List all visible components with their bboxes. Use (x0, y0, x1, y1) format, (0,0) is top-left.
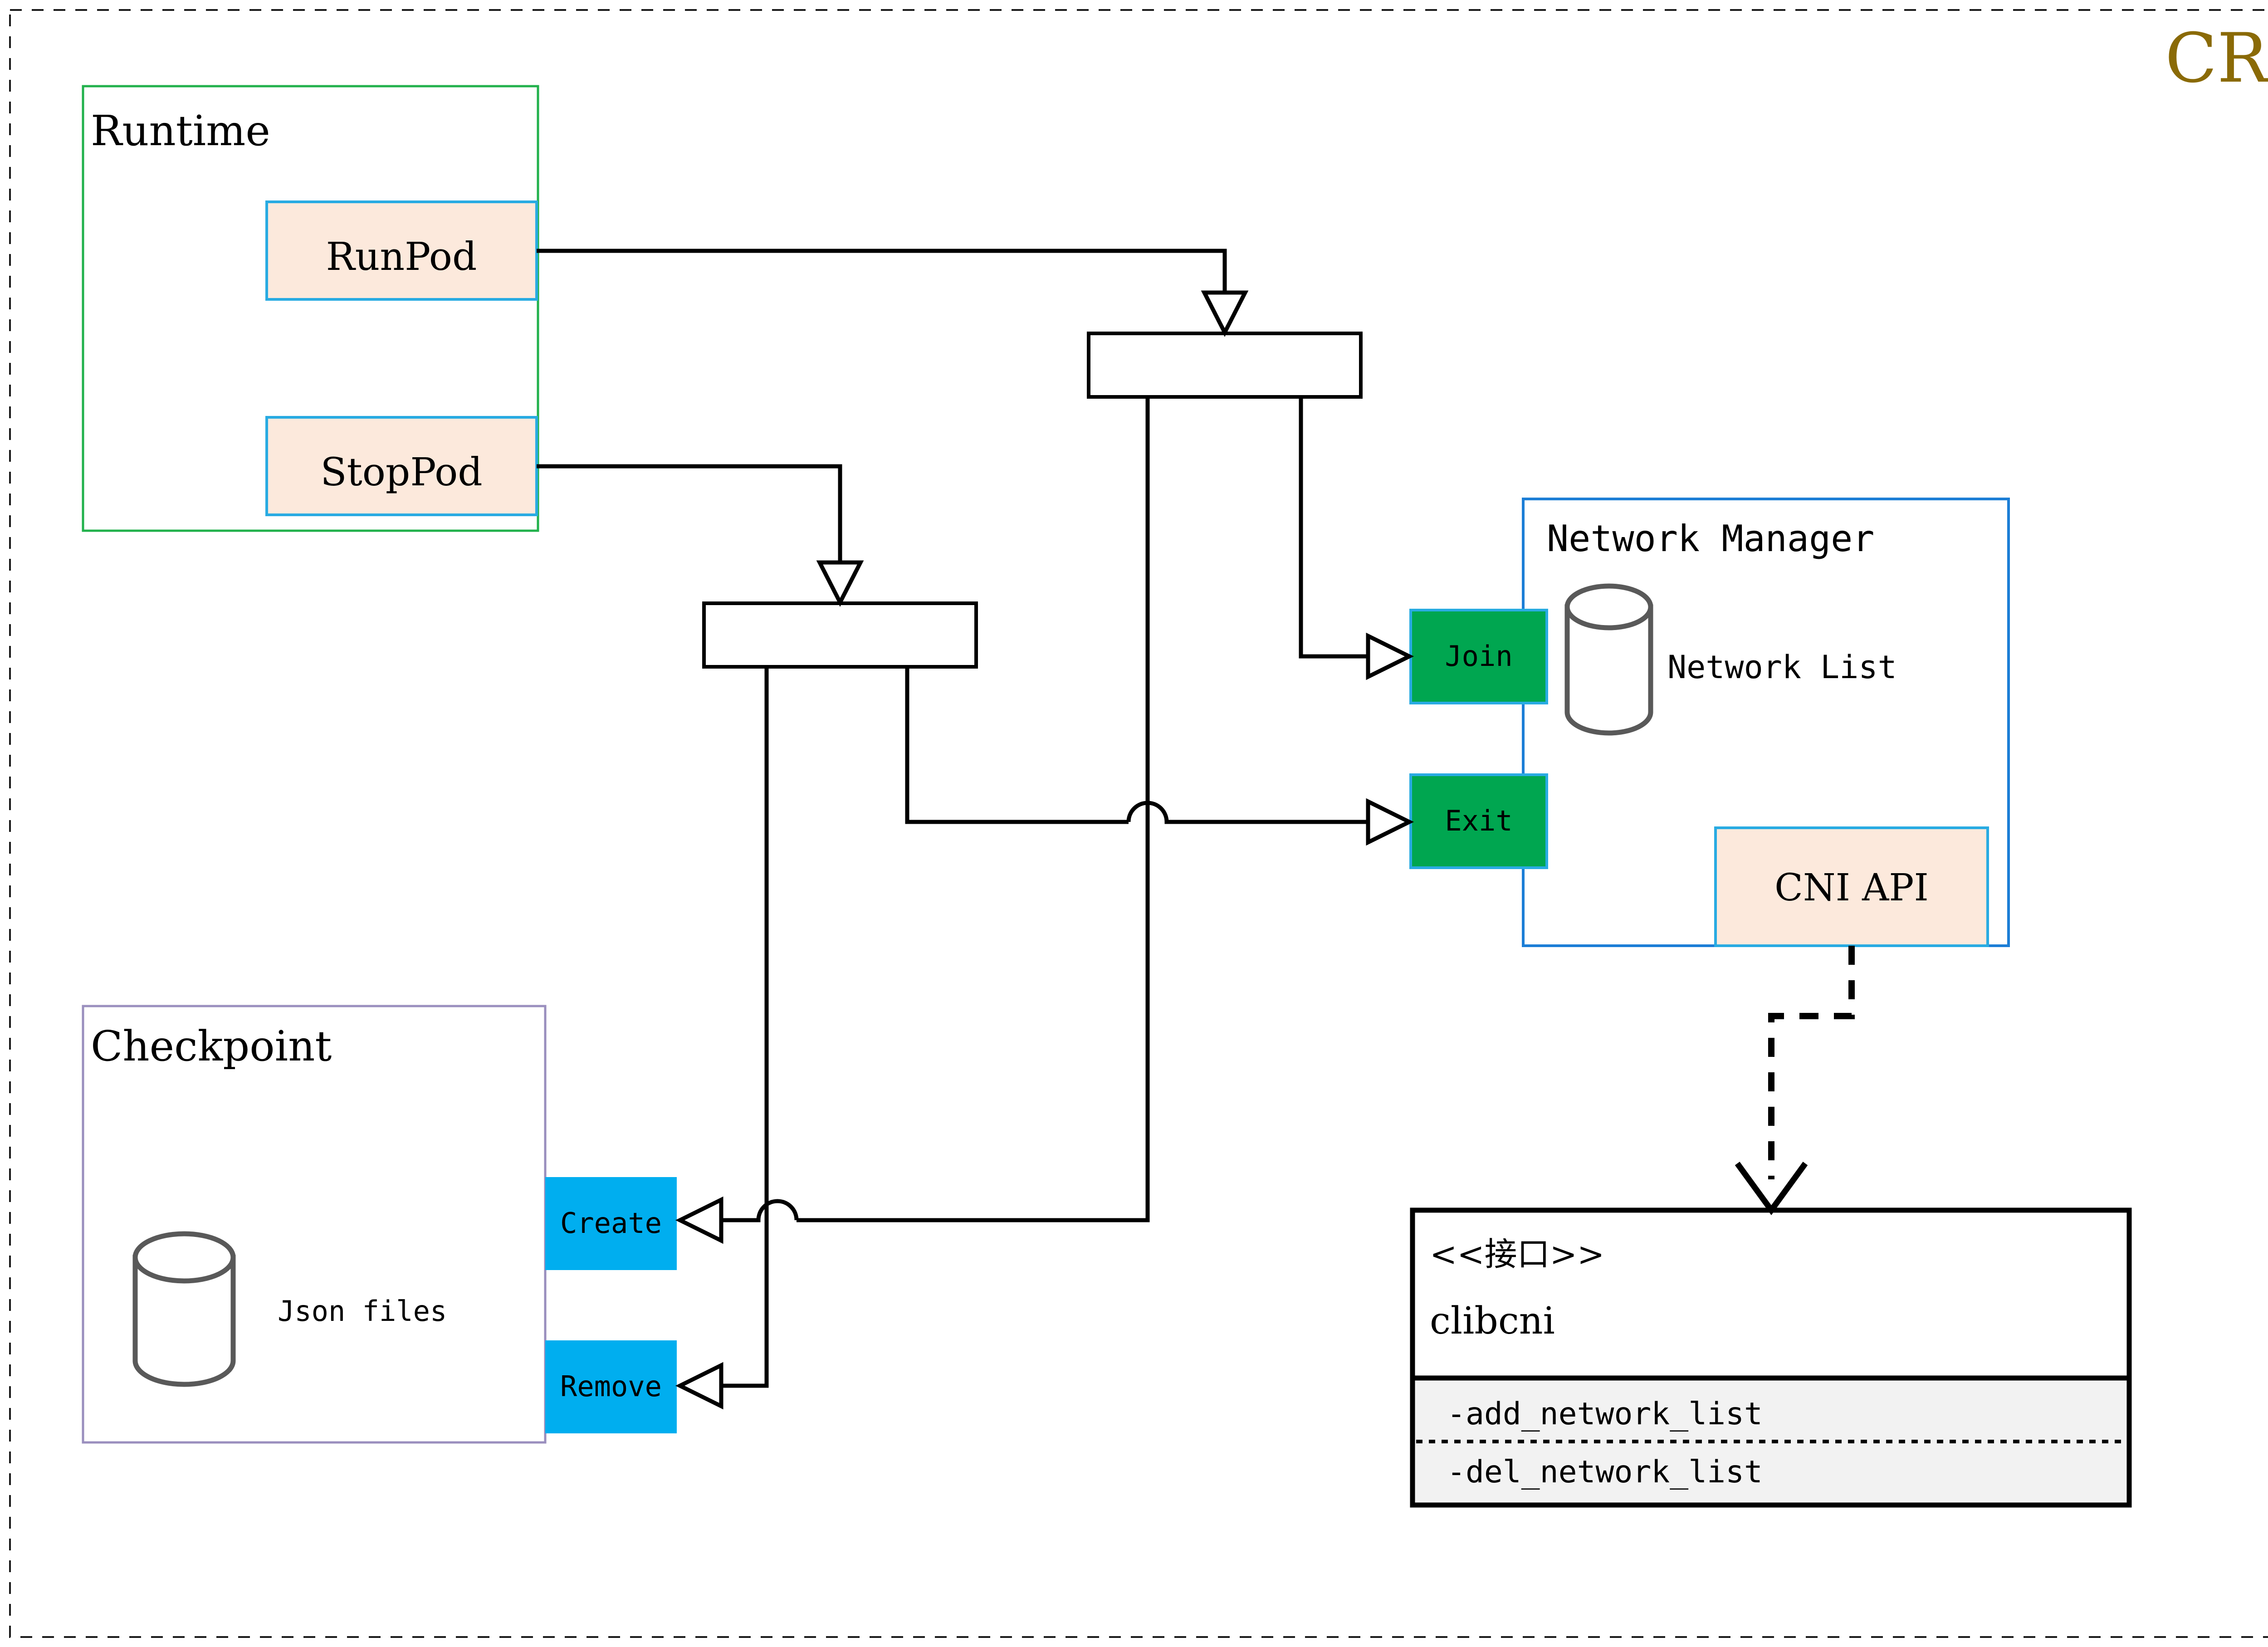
page-title: CRI (2165, 19, 2268, 98)
group-checkpoint-label: Checkpoint (91, 1022, 332, 1070)
connector-runpod-to-top-junction (537, 249, 1227, 318)
arrowhead-remove (675, 1362, 723, 1410)
node-join[interactable] (1409, 609, 1548, 704)
connector-left-junction-to-remove (704, 667, 769, 1388)
interface-method-1: -del_network_list (1447, 1454, 1763, 1490)
node-create[interactable] (545, 1177, 677, 1270)
node-stop-pod[interactable] (265, 416, 538, 516)
arrowhead-stoppod (816, 560, 864, 607)
group-network-manager-label: Network Manager (1547, 518, 1874, 560)
arrowhead-join (1366, 632, 1414, 680)
arrowhead-runpod (1201, 290, 1249, 337)
node-create-label: Create (560, 1207, 662, 1240)
network-list-label: Network List (1667, 649, 1897, 686)
node-join-label: Join (1445, 640, 1512, 673)
junction-box-top (1087, 332, 1363, 399)
connector-create-hop (704, 1199, 799, 1222)
interface-name: clibcni (1430, 1300, 1555, 1343)
node-run-pod-label: RunPod (326, 235, 477, 279)
connector-cni-api-to-clibcni (1768, 946, 1855, 1179)
group-runtime-label: Runtime (91, 107, 270, 155)
junction-box-left (702, 601, 978, 669)
node-cni-api-label: CNI API (1774, 866, 1929, 909)
node-stop-pod-label: StopPod (320, 450, 482, 495)
node-cni-api[interactable] (1714, 826, 1989, 947)
node-remove-label: Remove (560, 1370, 662, 1403)
outer-frame (9, 9, 2268, 1638)
node-exit[interactable] (1409, 773, 1548, 869)
connector-stoppod-to-left-junction (537, 464, 842, 588)
arrowhead-create (675, 1196, 723, 1244)
node-remove[interactable] (545, 1340, 677, 1433)
connector-left-junction-to-exit (905, 667, 1129, 824)
node-run-pod[interactable] (265, 200, 538, 301)
cylinder-database-icon-network-list (1564, 583, 1653, 736)
cylinder-database-icon-json (132, 1231, 236, 1387)
interface-stereotype: <<接口>> (1430, 1235, 1604, 1273)
json-files-label: Json files (278, 1295, 447, 1328)
connector-top-junction-to-join (1299, 397, 1370, 659)
node-exit-label: Exit (1445, 804, 1512, 837)
connector-exit-hop (1126, 801, 1370, 824)
interface-method-0: -add_network_list (1447, 1396, 1763, 1432)
arrowhead-clibcni-realization (1735, 1162, 1808, 1216)
interface-header-box (1410, 1207, 2132, 1381)
arrowhead-exit (1366, 798, 1414, 846)
connector-top-junction-to-create (797, 397, 1150, 1222)
